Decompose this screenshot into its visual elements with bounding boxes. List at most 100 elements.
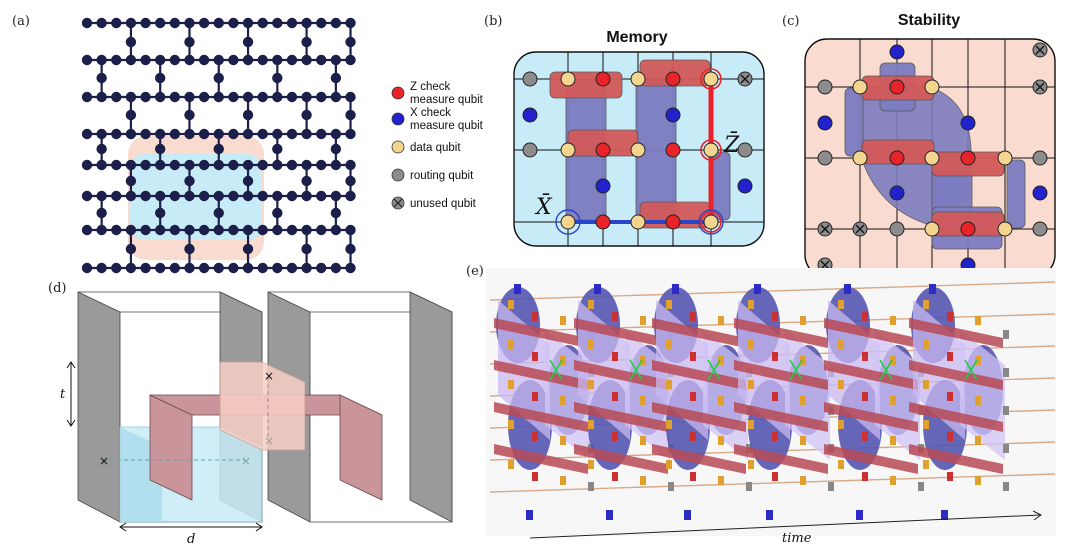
lattice-qubit xyxy=(286,128,298,140)
data-qubit-cube xyxy=(923,420,929,429)
lattice-qubit xyxy=(301,224,312,236)
x-check-qubit xyxy=(737,178,753,194)
z-check-qubit xyxy=(595,71,611,87)
routing-qubit-cube xyxy=(668,482,674,491)
z-check-cube xyxy=(532,392,538,401)
data-qubit-cube xyxy=(588,460,594,469)
lattice-qubit xyxy=(213,54,224,66)
error-marker-x xyxy=(707,359,721,381)
lattice-qubit xyxy=(316,190,327,202)
error-marker-x xyxy=(879,359,893,381)
lattice-qubit xyxy=(345,224,356,236)
lattice-coupler-qubit xyxy=(184,36,195,48)
lattice-qubit xyxy=(155,128,166,140)
unused-qubit xyxy=(1032,79,1048,95)
lattice-qubit xyxy=(184,262,195,274)
lattice-coupler-qubit xyxy=(301,243,312,255)
time-axis-arrow xyxy=(529,514,1041,539)
lattice-qubit xyxy=(155,54,166,66)
data-qubit-cube xyxy=(640,356,646,365)
lattice-qubit xyxy=(198,262,210,274)
lattice-qubit xyxy=(345,159,356,171)
lattice-coupler-qubit xyxy=(242,36,254,48)
z-check-qubit xyxy=(889,150,905,166)
z-check-cube xyxy=(690,472,696,481)
data-qubit-cube xyxy=(975,396,981,405)
logical-x-ring xyxy=(555,209,581,235)
unused-qubit xyxy=(817,221,833,237)
lattice-qubit xyxy=(96,224,107,236)
data-qubit xyxy=(630,214,646,230)
z-check-cube xyxy=(862,392,868,401)
lattice-qubit xyxy=(96,190,107,202)
lattice-qubit xyxy=(125,128,137,140)
lattice-qubit xyxy=(213,159,224,171)
lattice-qubit xyxy=(81,128,93,140)
routing-qubit xyxy=(1032,150,1048,166)
lattice-qubit xyxy=(330,54,342,66)
right-box-right-wall xyxy=(409,291,453,523)
time-track-line xyxy=(489,473,1056,493)
data-qubit xyxy=(703,214,719,230)
lattice-coupler-qubit xyxy=(330,207,342,219)
data-qubit xyxy=(997,221,1013,237)
lattice-qubit xyxy=(301,128,312,140)
logical-z-label: Z̄ xyxy=(723,131,740,158)
data-qubit-cube xyxy=(560,316,566,325)
z-check-qubit xyxy=(665,71,681,87)
stability-title: Stability xyxy=(898,12,960,29)
z-check-cube xyxy=(532,312,538,321)
lattice-qubit xyxy=(272,128,283,140)
routing-qubit xyxy=(817,79,833,95)
lattice-qubit xyxy=(125,224,137,236)
data-qubit-cube xyxy=(748,380,754,389)
lattice-qubit xyxy=(301,54,312,66)
lattice-qubit xyxy=(213,224,224,236)
data-qubit-cube xyxy=(718,356,724,365)
lattice-coupler-qubit xyxy=(96,207,107,219)
lattice-qubit xyxy=(96,159,107,171)
lattice-qubit xyxy=(111,128,122,140)
legend-x-check-line2: measure qubit xyxy=(410,120,484,132)
lattice-qubit xyxy=(213,128,224,140)
lattice-qubit xyxy=(272,17,283,29)
x-check-cube xyxy=(941,510,948,520)
lattice-qubit xyxy=(228,224,239,236)
lattice-qubit xyxy=(140,262,151,274)
lattice-qubit xyxy=(125,17,137,29)
lattice-qubit xyxy=(140,54,151,66)
data-qubit-cube xyxy=(838,420,844,429)
z-stabilizer-bar xyxy=(494,402,588,432)
lattice-qubit xyxy=(242,91,254,103)
lattice-qubit xyxy=(155,224,166,236)
data-qubit xyxy=(560,214,576,230)
stability-patch xyxy=(804,38,1056,278)
lattice-qubit xyxy=(198,224,210,236)
lattice-qubit xyxy=(316,17,327,29)
d-axis-label: d xyxy=(187,532,195,547)
data-qubit xyxy=(924,150,940,166)
x-check-cube xyxy=(594,284,601,294)
lattice-qubit xyxy=(184,17,195,29)
data-qubit-cube xyxy=(800,356,806,365)
z-check-cube xyxy=(532,472,538,481)
unused-qubit xyxy=(737,71,753,87)
lattice-qubit xyxy=(301,159,312,171)
unused-qubit xyxy=(1032,42,1048,58)
lattice-qubit xyxy=(169,262,181,274)
logical-x-ring xyxy=(698,209,724,235)
lattice-qubit xyxy=(316,91,327,103)
spacetime-diagram: × × × × t d xyxy=(60,291,453,547)
z-check-qubit xyxy=(665,214,681,230)
data-qubit-cube xyxy=(838,380,844,389)
z-check-cube xyxy=(612,472,618,481)
z-check-qubit xyxy=(595,214,611,230)
lattice-coupler-qubit xyxy=(330,72,342,84)
data-qubit-cube xyxy=(718,396,724,405)
x-check-cube xyxy=(856,510,863,520)
z-check-cube xyxy=(862,352,868,361)
x-stabilizer xyxy=(1006,159,1026,229)
z-check-cube xyxy=(772,472,778,481)
lattice-coupler-qubit xyxy=(155,207,166,219)
lattice-qubit xyxy=(242,17,254,29)
